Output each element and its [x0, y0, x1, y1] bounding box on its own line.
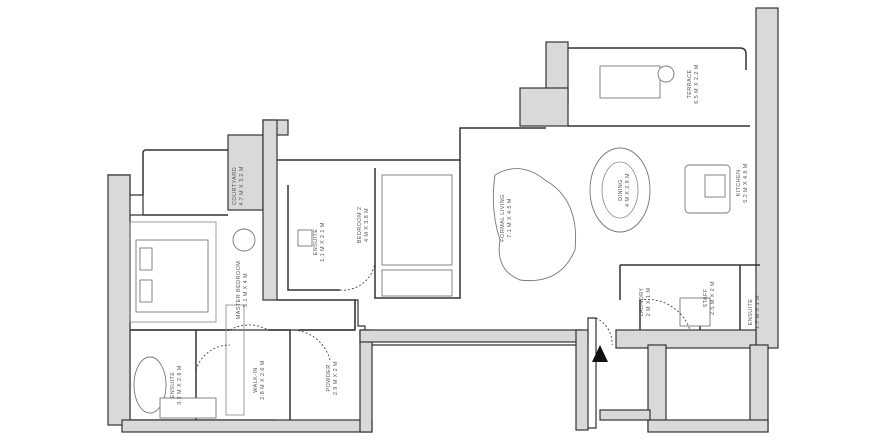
furniture: [133, 65, 731, 419]
terrace-sofa: [599, 65, 661, 99]
room-label-bedroom-2: BEDROOM 2 4 M X 3.8 M: [357, 207, 370, 244]
room-label-master-bedroom: MASTER BEDROOM 5.1 M X 4 M: [236, 261, 249, 319]
room-label-formal-living: FORMAL LIVING 7.1 M X 4.5 M: [500, 194, 513, 241]
svg-text:6.5 M X 2.2 M: 6.5 M X 2.2 M: [694, 64, 700, 103]
svg-text:2.9 M X 2 M: 2.9 M X 2 M: [333, 361, 339, 395]
armchair: [232, 228, 256, 252]
svg-text:5.1 M X 4 M: 5.1 M X 4 M: [243, 273, 249, 307]
svg-text:ENSUITE: ENSUITE: [170, 372, 176, 399]
svg-text:TERRACE: TERRACE: [687, 69, 693, 98]
room-label-dining: DINING 4 M X 2.8 M: [618, 173, 631, 207]
svg-text:ENSUITE: ENSUITE: [313, 229, 319, 256]
svg-text:POWDER: POWDER: [326, 364, 332, 391]
svg-text:DINING: DINING: [618, 179, 624, 201]
svg-text:COURTYARD: COURTYARD: [232, 167, 238, 205]
room-label-terrace: TERRACE 6.5 M X 2.2 M: [687, 64, 700, 103]
room-label-kitchen: KITCHEN 5.2 M X 4.8 M: [736, 163, 749, 202]
svg-text:2.5 M X 2 M: 2.5 M X 2 M: [710, 281, 716, 315]
svg-text:ENSUITE: ENSUITE: [748, 299, 754, 326]
svg-text:4.7 M X 3.2 M: 4.7 M X 3.2 M: [239, 166, 245, 205]
room-label-courtyard: COURTYARD 4.7 M X 3.2 M: [232, 166, 245, 205]
svg-text:FORMAL LIVING: FORMAL LIVING: [500, 194, 506, 241]
svg-text:STAFF: STAFF: [703, 288, 709, 307]
bed-2: [381, 174, 453, 266]
room-label-ensuite-master: ENSUITE 3.2 M X 2.8 M: [170, 365, 183, 404]
svg-text:3.2 M X 2.8 M: 3.2 M X 2.8 M: [177, 365, 183, 404]
sofa: [492, 168, 577, 282]
svg-text:5.2 M X 4.8 M: 5.2 M X 4.8 M: [743, 163, 749, 202]
bathtub: [133, 356, 167, 414]
svg-text:2 M X 1 M: 2 M X 1 M: [646, 288, 652, 317]
room-label-laundry: LAUNDRY 2 M X 1 M: [639, 288, 652, 317]
room-label-staff: STAFF 2.5 M X 2 M: [703, 281, 716, 315]
exterior-walls: [107, 7, 779, 433]
svg-text:KITCHEN: KITCHEN: [736, 170, 742, 197]
room-labels: COURTYARD 4.7 M X 3.2 M MASTER BEDROOM 5…: [170, 64, 761, 404]
svg-text:4 M X 2.8 M: 4 M X 2.8 M: [625, 173, 631, 207]
svg-text:BEDROOM 2: BEDROOM 2: [357, 207, 363, 244]
room-label-walk-in: WALK-IN 2.8 M X 2.6 M: [253, 360, 266, 399]
svg-text:1.1 M X 2.1 M: 1.1 M X 2.1 M: [320, 222, 326, 261]
doors: [195, 261, 691, 371]
svg-text:2.8 M X 2.6 M: 2.8 M X 2.6 M: [260, 360, 266, 399]
room-label-ensuite-staff: ENSUITE 1.7 M X 1 M: [748, 295, 761, 329]
svg-text:7.1 M X 4.5 M: 7.1 M X 4.5 M: [507, 198, 513, 237]
dining-table: [589, 147, 651, 233]
room-label-powder: POWDER 2.9 M X 2 M: [326, 361, 339, 395]
svg-text:1.7 M X 1 M: 1.7 M X 1 M: [755, 295, 761, 329]
svg-text:MASTER BEDROOM: MASTER BEDROOM: [236, 261, 242, 319]
room-label-ensuite-1: ENSUITE 1.1 M X 2.1 M: [313, 222, 326, 261]
svg-text:LAUNDRY: LAUNDRY: [639, 288, 645, 317]
entrance-arrow-icon: [592, 345, 608, 362]
svg-text:WALK-IN: WALK-IN: [253, 367, 259, 393]
svg-text:4 M X 3.8 M: 4 M X 3.8 M: [364, 208, 370, 242]
